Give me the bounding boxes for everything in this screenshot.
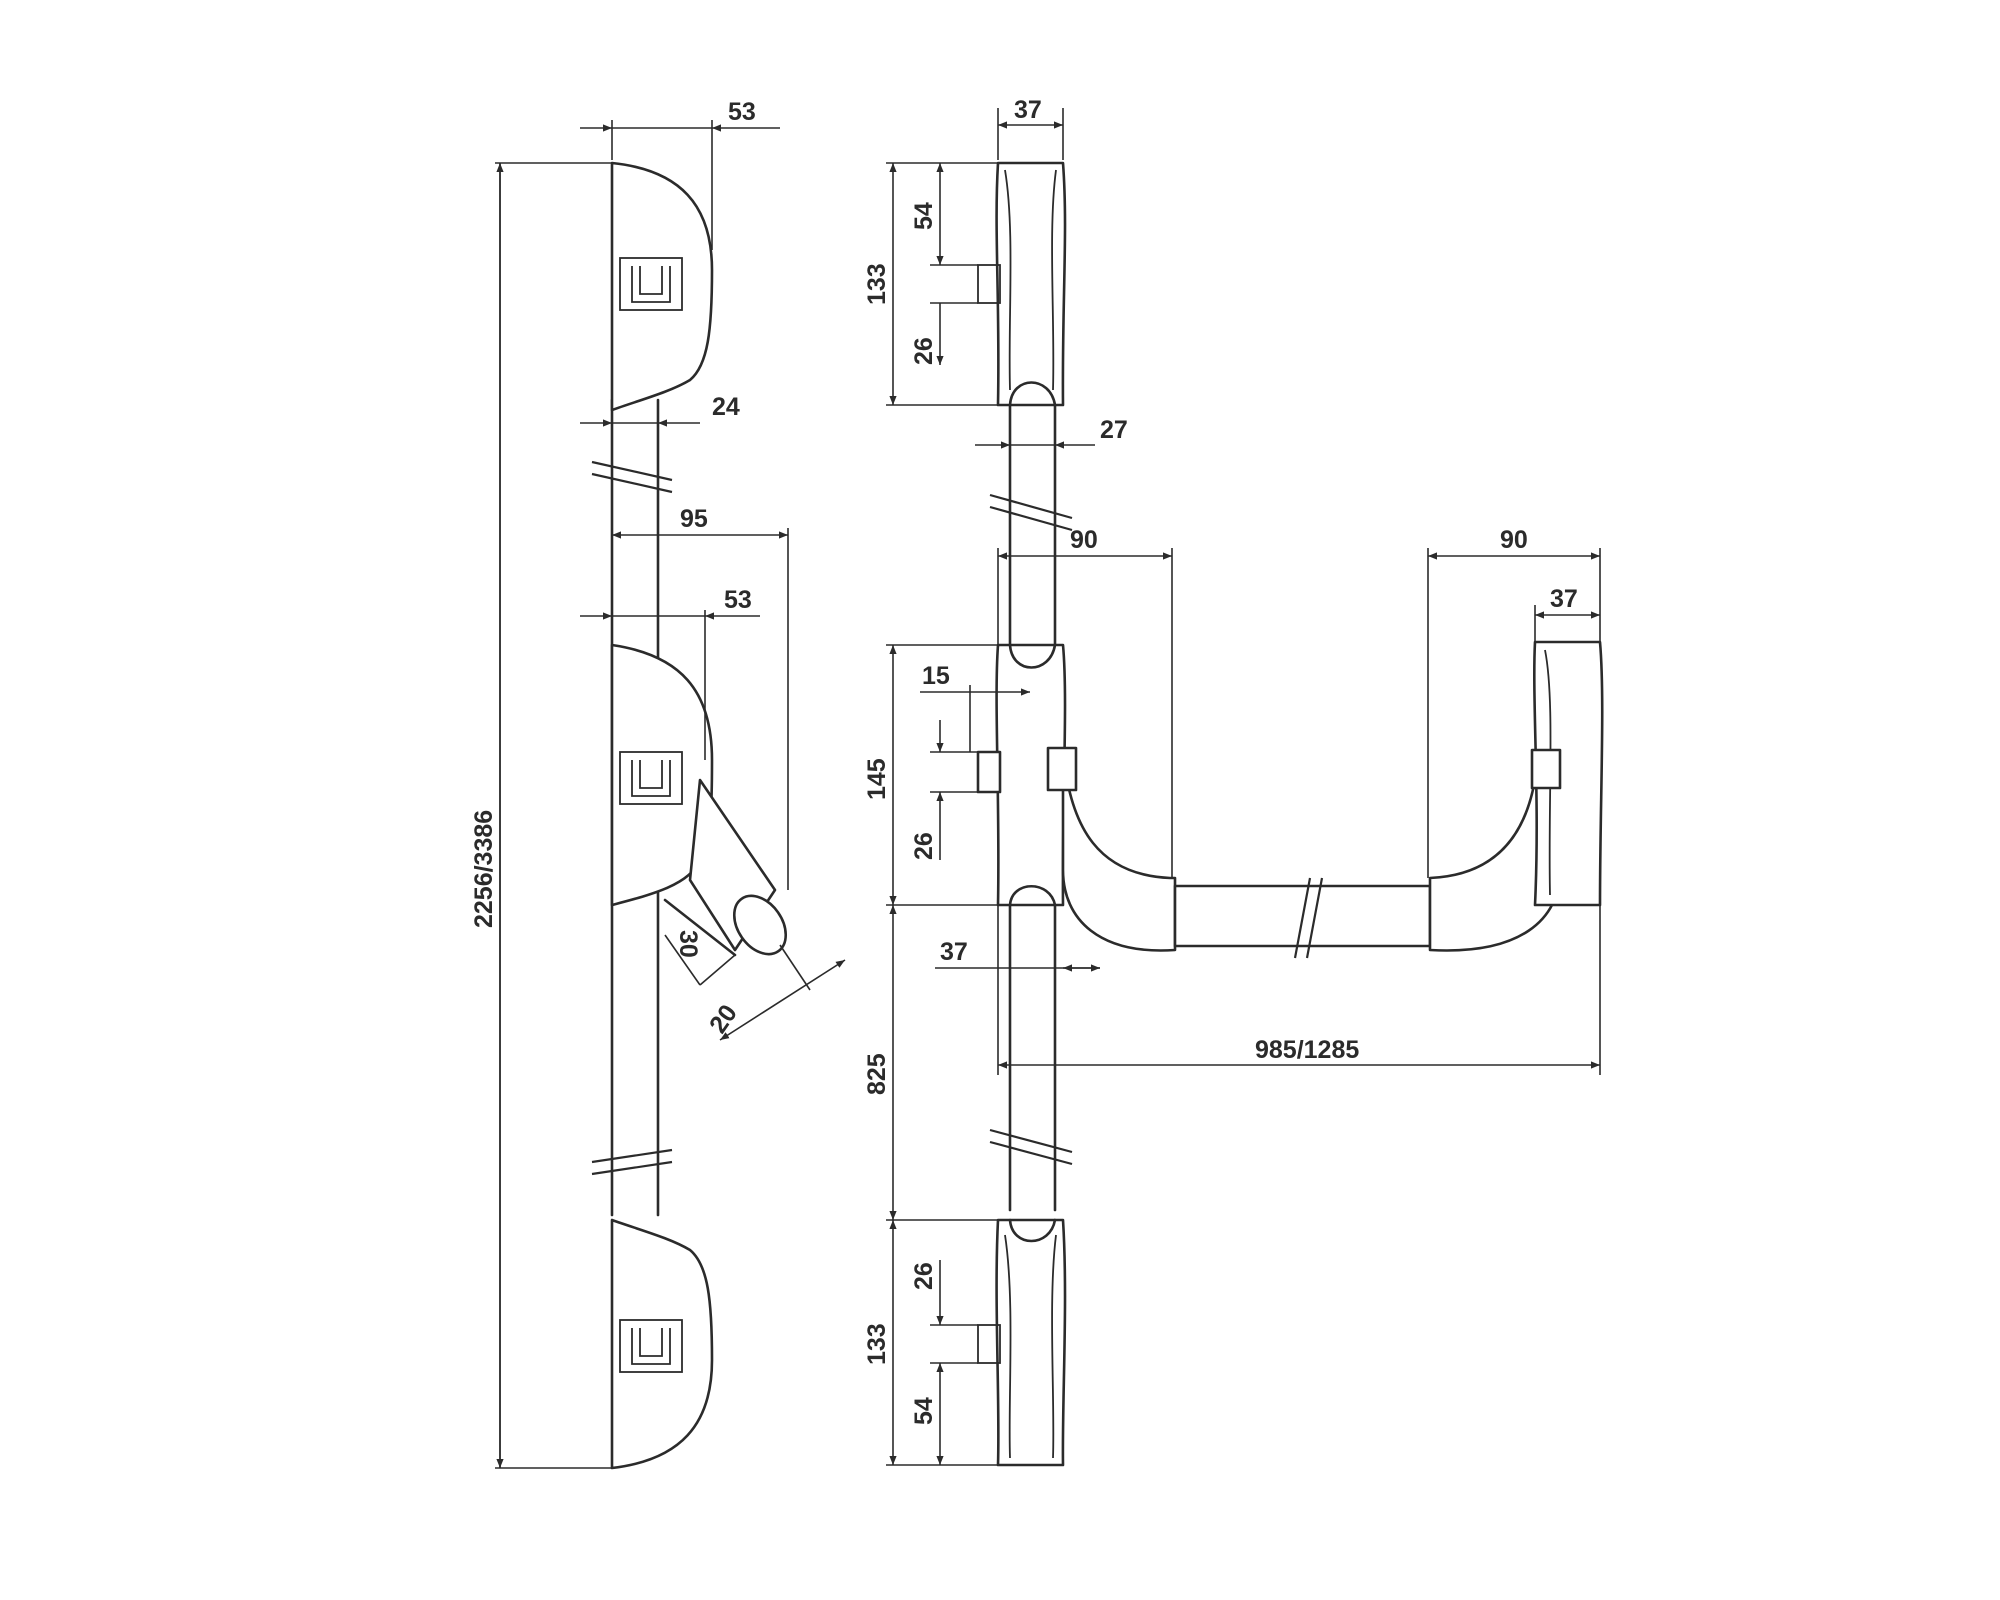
dim-right-width: 37: [1550, 585, 1578, 613]
front-handle-break-b: [1305, 877, 1324, 959]
dim-front-top-width: 37: [1014, 96, 1042, 124]
dim-front-bot-slot-upper: 26: [910, 1262, 938, 1290]
front-break-2a: [989, 1128, 1073, 1154]
side-view: 53 24 2256/3386 95 53 30 20: [470, 98, 846, 1470]
dim-front-bot-height: 133: [863, 1323, 891, 1365]
side-break-2a: [591, 1148, 673, 1164]
side-handle-end: [732, 894, 788, 956]
front-bot-bar: [995, 1218, 1067, 1467]
dim-front-mid-offset: 90: [1070, 526, 1098, 554]
front-handle-left-elbow: [1061, 748, 1177, 952]
dim-front-top-height: 133: [863, 263, 891, 305]
dim-front-mid-rod-width: 37: [940, 938, 968, 966]
front-handle-collar-left: [1046, 746, 1078, 792]
dim-front-mid-slot-lower: 26: [910, 832, 938, 860]
dim-side-handle-dia: 30: [674, 930, 702, 958]
dim-right-offset: 90: [1500, 526, 1528, 554]
dim-side-total-length: 2256/3386: [470, 810, 498, 928]
side-break-1b: [591, 472, 673, 494]
dim-side-mid-depth: 53: [724, 586, 752, 614]
side-break-2b: [591, 1160, 673, 1176]
dim-side-top-depth: 53: [728, 98, 756, 126]
dim-front-bot-slot-lower: 54: [910, 1397, 938, 1425]
side-bot-latch: [619, 1319, 683, 1373]
dim-front-handle-height: 825: [863, 1053, 891, 1095]
front-top-slot: [977, 264, 1001, 304]
dim-front-mid-height: 145: [863, 758, 891, 800]
side-break-1a: [591, 460, 673, 482]
side-mid-latch: [619, 751, 683, 805]
front-handle-break-a: [1293, 877, 1312, 959]
side-top-latch: [619, 257, 683, 311]
front-top-bar: [995, 161, 1067, 407]
dim-side-rod-width: 24: [712, 393, 740, 421]
front-mid-bar: [995, 643, 1067, 907]
dim-front-rod-width: 27: [1100, 416, 1128, 444]
front-mid-slot: [976, 750, 1002, 794]
dim-side-projection: 95: [680, 505, 708, 533]
dim-side-handle-len: 20: [704, 1000, 743, 1039]
dim-front-mid-slot-width: 15: [922, 662, 950, 690]
front-view: 37 133 54 26 27 90 145 15: [863, 96, 1604, 1467]
dim-front-top-slot-upper: 54: [910, 202, 938, 230]
dim-front-bar-length: 985/1285: [1255, 1036, 1359, 1064]
front-break-2b: [989, 1140, 1073, 1166]
front-handle-bar: [1173, 884, 1432, 948]
front-right-slot: [1530, 748, 1562, 790]
front-break-1a: [989, 493, 1073, 520]
dim-front-top-slot-lower: 26: [910, 337, 938, 365]
front-bot-slot: [977, 1324, 1001, 1364]
front-break-1b: [989, 505, 1073, 532]
